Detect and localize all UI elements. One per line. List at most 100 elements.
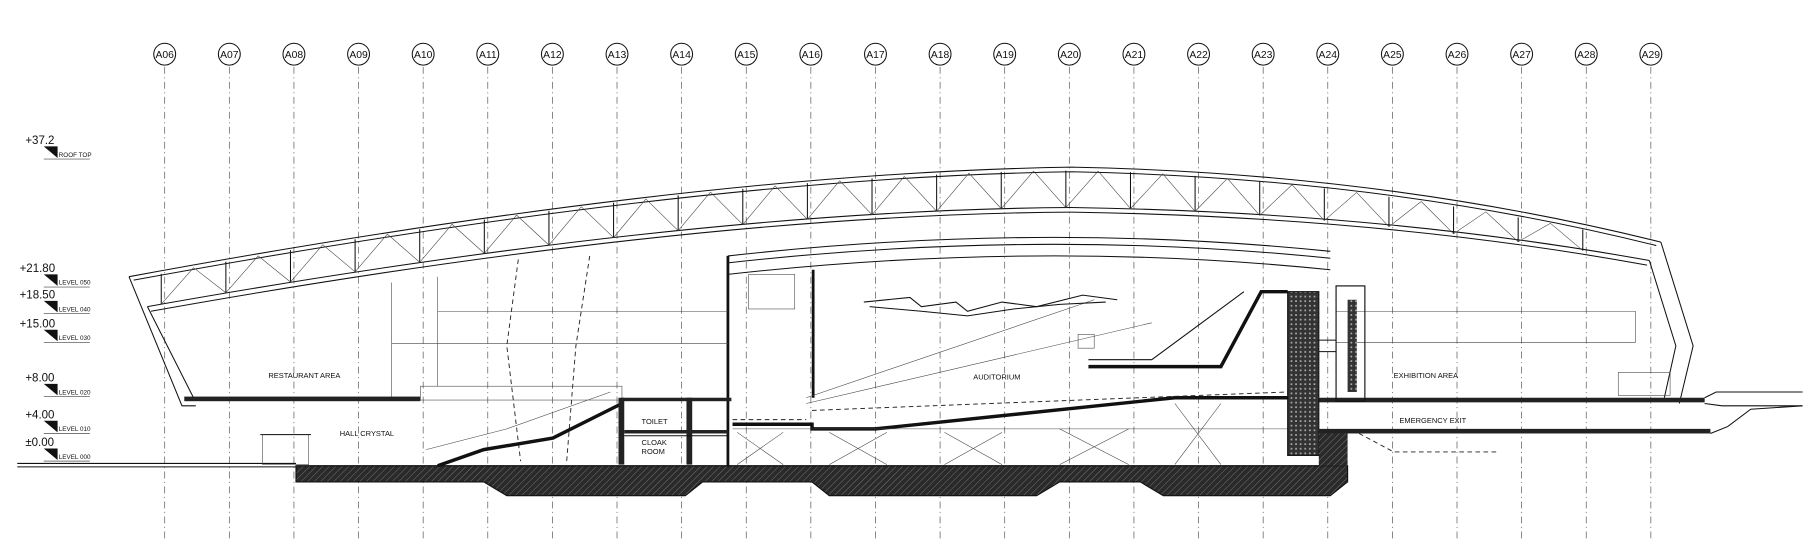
truss-diagonal [1162,173,1196,212]
level-name: LEVEL 010 [59,426,91,433]
grid-label: A15 [737,50,756,61]
escalator [426,391,623,468]
grid-bubble [540,42,564,66]
grid-label: A27 [1512,50,1531,61]
label-cloak: CLOAK [642,438,667,447]
room-labels: RESTAURANT AREA HALL CRYSTAL TOILET CLOA… [268,371,1466,456]
truss-diagonal [1356,192,1390,227]
level-marker-icon [43,448,58,460]
truss-diagonal [290,244,324,283]
grid-bubble [1057,42,1081,66]
truss-diagonal [419,224,453,263]
truss-diagonal [871,176,905,216]
level-marker-icon [43,300,58,313]
grid-bubble [1251,42,1275,66]
truss-diagonal [1033,170,1067,208]
toilet-cloak-block [618,397,728,465]
grid-bubble [347,42,371,66]
level-020-floor [184,372,1803,407]
grid-label: A28 [1577,50,1596,61]
grid-label: A17 [866,50,885,61]
grid-label: A08 [285,50,304,61]
level-elevation: +21.80 [20,263,56,275]
level-elevation: +8.00 [25,373,54,385]
truss-diagonal [904,176,937,212]
interior-walls [391,255,1636,462]
truss-diagonal [1001,170,1034,209]
grid-label: A11 [479,50,497,61]
truss-diagonal [1324,192,1357,221]
grid-label: A25 [1383,50,1402,61]
grid-label: A23 [1254,50,1273,61]
grid-bubble [411,42,435,66]
entrance-canopy [260,434,311,465]
grid-label: A22 [1189,50,1208,61]
grid-bubble [476,42,500,66]
truss-diagonal [516,214,550,246]
grid-label: A18 [931,50,950,61]
level-elevation: +15.00 [20,318,56,330]
truss-diagonal [484,214,517,254]
grid-bubble [1187,42,1211,66]
foundation-slab [295,465,1349,497]
grid-bubble [670,42,694,66]
label-auditorium: AUDITORIUM [973,372,1020,381]
level-marker-icon [43,329,58,342]
label-restaurant-area: RESTAURANT AREA [268,371,340,380]
truss-diagonal [774,185,808,220]
grid-bubble [1639,42,1663,66]
level-marker-icon [43,383,58,396]
truss-diagonal [387,233,420,263]
grid-bubble [864,42,887,66]
truss-diagonal [807,180,840,220]
label-toilet: TOILET [642,417,668,426]
roof-truss-diagonals [160,170,1584,305]
truss-diagonal [1194,178,1228,212]
truss-diagonal [1388,201,1422,227]
level-name: LEVEL 050 [59,280,91,287]
grid-bubble [282,42,306,66]
grid-label: A21 [1125,50,1144,61]
grid-bubble [993,42,1017,66]
truss-diagonal [936,172,970,212]
level-marker-icon [43,274,58,286]
truss-diagonal [225,255,259,293]
truss-diagonal [1485,211,1519,242]
truss-diagonal [839,180,873,216]
grid-bubble [928,42,952,66]
level-name: LEVEL 020 [59,389,91,396]
acoustic-reflectors [863,294,1118,317]
truss-diagonal [581,206,614,238]
truss-diagonal [451,224,485,254]
truss-diagonal [1550,223,1583,251]
truss-diagonal [968,172,1002,209]
roof-shell [128,166,1694,407]
level-elevation: +37.2 [25,135,54,147]
truss-diagonal [1453,211,1487,235]
service-tower [1287,285,1366,456]
level-name: LEVEL 040 [59,306,91,313]
grid-label: A19 [995,50,1014,61]
truss-diagonal [710,191,743,225]
auditorium-balcony [1077,289,1288,369]
grid-label: A12 [543,50,562,61]
grid-bubble [734,42,758,66]
truss-diagonal [613,198,647,238]
truss-diagonal [1130,173,1163,209]
truss-diagonal [1065,170,1099,208]
grid-label: A09 [349,50,368,61]
truss-diagonal [193,267,227,294]
grid-label: A07 [220,50,239,61]
grid-bubble [605,42,629,66]
ground-line [17,462,297,468]
grid-bubble [1574,42,1598,66]
level-elevation: +4.00 [25,409,54,421]
level-name: ROOF TOP [59,152,92,159]
grid-label: A16 [802,50,821,61]
level-elevation: ±0.00 [25,437,54,449]
level-marker-icon [43,146,58,158]
truss-diagonal [257,255,291,283]
grid-bubble [1122,42,1146,66]
truss-diagonal [548,206,582,246]
